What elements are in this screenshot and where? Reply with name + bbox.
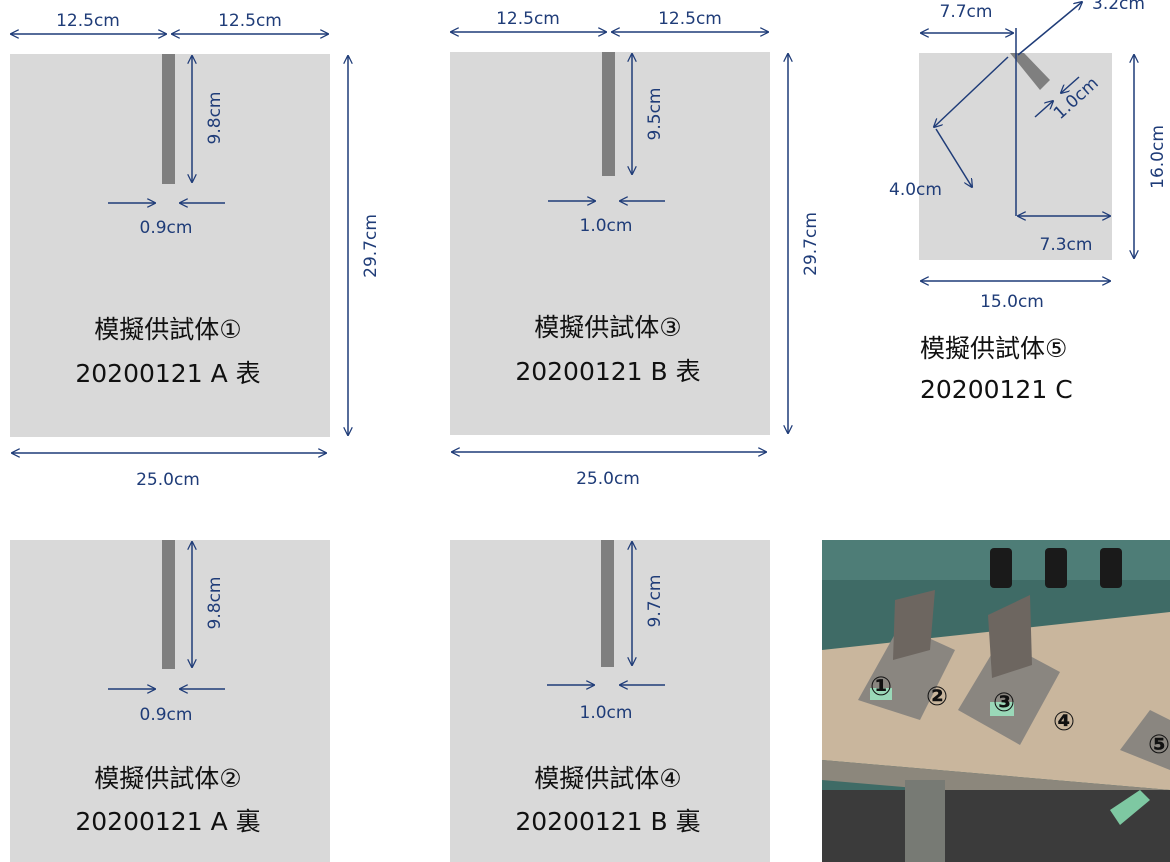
specimen-4: 9.7cm 1.0cm 模擬供試体④ 20200121 B 裏: [450, 540, 770, 862]
dim-height: 29.7cm: [801, 212, 821, 276]
photo-specimen-fin: [988, 595, 1032, 678]
specimen-4-slit: [601, 540, 614, 667]
photo-tape: [870, 688, 892, 700]
dim-height: 16.0cm: [1148, 125, 1168, 189]
dim-width: 25.0cm: [576, 469, 640, 489]
dim-arrow-diagonal-long: [1017, 2, 1082, 56]
specimen-5: 7.7cm 3.2cm 4.0cm 1.0cm 7.3cm 16.0cm 15.…: [889, 0, 1168, 404]
dim-half-right: 12.5cm: [218, 11, 282, 31]
photo-marker-5: ⑤: [1148, 730, 1170, 760]
photo-marker-2: ②: [926, 682, 948, 712]
dim-half-right: 12.5cm: [658, 9, 722, 29]
photo-specimen-fin: [893, 590, 935, 660]
dim-top-offset: 7.7cm: [940, 2, 993, 22]
photo-tape-floor: [1110, 790, 1150, 825]
specimen-3-name: 模擬供試体③: [534, 313, 681, 342]
dim-slit-length: 9.7cm: [645, 575, 665, 628]
dim-slit-width: 0.9cm: [140, 705, 193, 725]
specimen-4-name: 模擬供試体④: [534, 764, 681, 793]
specimen-2-name: 模擬供試体②: [94, 764, 241, 793]
dim-slit-width: 0.9cm: [140, 218, 193, 238]
dim-diagonal-left: 4.0cm: [889, 180, 942, 200]
photo-marker-1: ①: [870, 672, 892, 702]
dim-half-left: 12.5cm: [56, 11, 120, 31]
specimen-2-slit: [162, 540, 175, 669]
photo-tape: [990, 702, 1014, 716]
specimen-5-slit: [1010, 53, 1050, 90]
photo-machine-slot: [1045, 548, 1067, 588]
dim-right-offset: 7.3cm: [1040, 235, 1093, 255]
photo-machine-slot: [1100, 548, 1122, 588]
specimen-3-code: 20200121 B 表: [515, 357, 700, 386]
dim-slit-width: 1.0cm: [580, 216, 633, 236]
specimen-1-code: 20200121 A 表: [75, 359, 260, 388]
dim-height: 29.7cm: [361, 214, 381, 278]
specimen-1: 12.5cm 12.5cm 9.8cm 0.9cm 29.7cm 25.0cm …: [10, 11, 381, 490]
dim-arrow-slit-in-lower: [1034, 101, 1053, 118]
specimen-2-code: 20200121 A 裏: [75, 807, 260, 836]
dim-slit-length: 9.5cm: [645, 88, 665, 141]
specimen-3: 12.5cm 12.5cm 9.5cm 1.0cm 29.7cm 25.0cm …: [450, 9, 821, 489]
specimen-1-name: 模擬供試体①: [94, 315, 241, 344]
photo-specimen-plate: [958, 640, 1060, 745]
dim-arrow-diagonal-left-base: [935, 128, 972, 187]
photo-floor: [822, 790, 1170, 862]
specimen-3-slit: [602, 52, 615, 176]
photo-specimen-plate: [1120, 710, 1170, 770]
dim-slit-length: 9.8cm: [205, 92, 225, 145]
specimen-5-code: 20200121 C: [920, 375, 1073, 404]
photo-table-leg: [905, 780, 945, 862]
photo-marker-3: ③: [993, 688, 1015, 718]
dim-diagonal-long: 3.2cm: [1092, 0, 1145, 14]
dim-width: 15.0cm: [980, 292, 1044, 312]
dim-width: 25.0cm: [136, 470, 200, 490]
dim-half-left: 12.5cm: [496, 9, 560, 29]
specimen-photo: ① ② ③ ④ ⑤: [822, 540, 1170, 862]
dim-slit-length: 9.8cm: [205, 577, 225, 630]
dim-arrow-diagonal-left: [934, 56, 1009, 127]
dim-slit-width: 1.0cm: [580, 703, 633, 723]
dim-arrow-slit-in-upper: [1061, 76, 1080, 93]
specimen-5-name: 模擬供試体⑤: [920, 334, 1067, 363]
specimen-2: 9.8cm 0.9cm 模擬供試体② 20200121 A 裏: [10, 540, 330, 862]
photo-machine-slot: [990, 548, 1012, 588]
specimen-1-slit: [162, 54, 175, 184]
specimen-4-code: 20200121 B 裏: [515, 807, 700, 836]
photo-marker-4: ④: [1053, 707, 1075, 737]
